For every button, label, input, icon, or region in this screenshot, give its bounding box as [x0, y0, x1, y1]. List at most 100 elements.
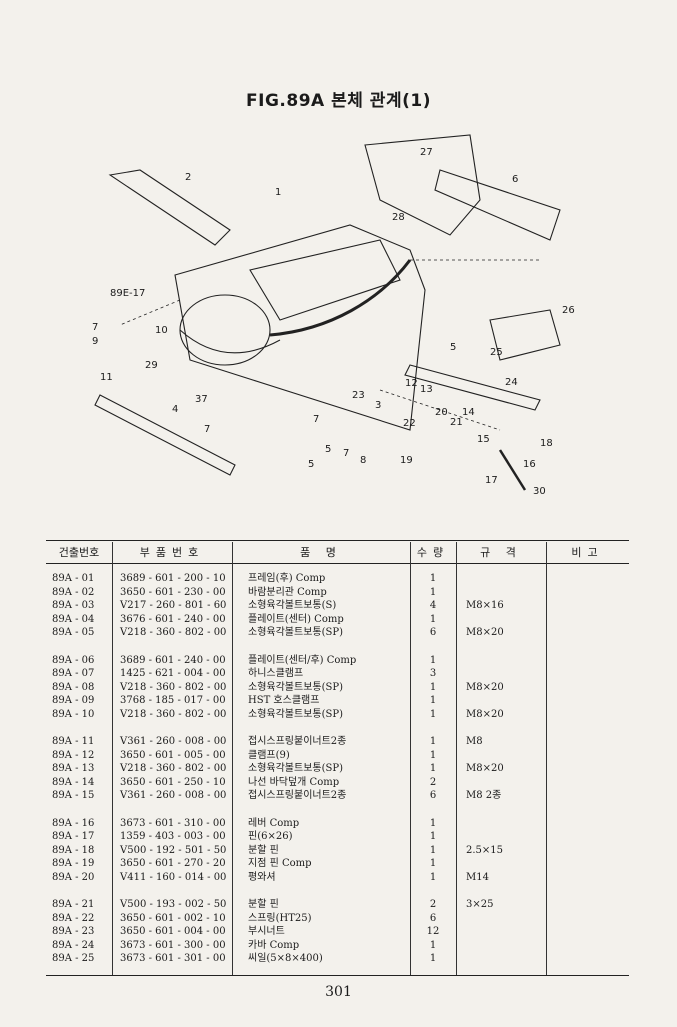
- part-name-cell: 플레이트(센터/후) Comp: [248, 654, 357, 666]
- header-name: 품 명: [300, 546, 342, 559]
- part-name-cell: 플레이트(센터) Comp: [248, 613, 344, 625]
- callout-14: 14: [462, 407, 475, 418]
- remarks-cell: [546, 952, 629, 966]
- qty-cell: 1: [429, 681, 437, 693]
- part-no-cell: 3650 - 601 - 005 - 00: [120, 749, 226, 761]
- part-no-cell: 3650 - 601 - 230 - 00: [120, 586, 226, 598]
- part-name-cell: 소형육각볼트보통(SP): [248, 681, 343, 693]
- drum-part: [179, 294, 271, 366]
- spec-cell: [456, 654, 546, 668]
- ref-no-cell: 89A - 18: [52, 844, 95, 856]
- callout-17: 17: [485, 475, 498, 486]
- part-no-cell: V361 - 260 - 008 - 00: [120, 790, 227, 801]
- callout-27: 27: [420, 147, 433, 158]
- qty-cell: 1: [429, 573, 437, 584]
- spec-cell: [456, 613, 546, 627]
- qty-cell: 1: [429, 763, 437, 774]
- part-no-cell: V218 - 360 - 802 - 00: [120, 708, 227, 720]
- part-name-cell: 씨일(5×8×400): [248, 953, 323, 964]
- spec-cell: [456, 857, 546, 871]
- qty-cell: 3: [429, 668, 437, 679]
- remarks-cell: [546, 749, 629, 763]
- part-no-cell: 1359 - 403 - 003 - 00: [120, 831, 226, 842]
- part-no-cell: V500 - 192 - 501 - 50: [120, 844, 227, 856]
- spec-cell: [456, 667, 546, 681]
- ref-no-cell: 89A - 12: [52, 749, 95, 761]
- part-name-cell: 나선 바닥덮개 Comp: [248, 776, 340, 788]
- spec-cell: M8×16: [466, 600, 504, 611]
- spec-cell: M14: [466, 871, 489, 883]
- ref-no-cell: 89A - 25: [52, 953, 95, 964]
- callout-5b: 5: [325, 444, 331, 455]
- remarks-cell: [546, 871, 629, 885]
- remarks-cell: [546, 830, 629, 844]
- callout-22: 22: [403, 418, 416, 429]
- spec-cell: [456, 749, 546, 763]
- table-row: 89A - 02 3650 - 601 - 230 - 00 바람분리관 Comp 1: [46, 586, 629, 600]
- qty-cell: 6: [429, 912, 437, 924]
- qty-cell: 12: [426, 926, 440, 937]
- qty-cell: 1: [429, 586, 437, 598]
- callout-23: 23: [352, 390, 365, 401]
- part-name-cell: 바람분리관 Comp: [248, 586, 327, 598]
- qty-cell: 1: [429, 654, 437, 666]
- part-no-cell: 3650 - 601 - 002 - 10: [120, 912, 226, 924]
- spec-cell: M8 2종: [466, 790, 502, 801]
- part-name-cell: 소형육각볼트보통(SP): [248, 763, 343, 774]
- frame-inner-part: [249, 239, 401, 321]
- spec-cell: [456, 830, 546, 844]
- spec-cell: [456, 776, 546, 790]
- part-no-cell: 3650 - 601 - 270 - 20: [120, 858, 226, 869]
- top-cover-part: [364, 134, 481, 236]
- spec-cell: M8×20: [466, 763, 504, 774]
- callout-7a: 7: [92, 322, 98, 333]
- ref-no-cell: 89A - 21: [52, 899, 95, 910]
- ref-no-cell: 89A - 08: [52, 681, 95, 693]
- ref-no-cell: 89A - 02: [52, 586, 95, 598]
- remarks-cell: [546, 572, 629, 586]
- part-name-cell: 접시스프링붙이너트2종: [248, 736, 347, 747]
- part-no-cell: 3689 - 601 - 240 - 00: [120, 654, 226, 666]
- remarks-cell: [546, 681, 629, 695]
- part-name-cell: HST 호스클램프: [248, 695, 320, 706]
- remarks-cell: [546, 708, 629, 722]
- remarks-cell: [546, 654, 629, 668]
- part-name-cell: 레버 Comp: [248, 817, 300, 829]
- callout-26: 26: [562, 305, 575, 316]
- part-name-cell: 스프링(HT25): [248, 912, 312, 924]
- callout-16: 16: [523, 459, 536, 470]
- callout-8: 8: [360, 455, 366, 466]
- ref-no-cell: 89A - 24: [52, 939, 95, 951]
- qty-cell: 1: [429, 939, 437, 951]
- callout-19: 19: [400, 455, 413, 466]
- callout-18: 18: [540, 438, 553, 449]
- qty-cell: 1: [429, 695, 437, 706]
- remarks-cell: [546, 789, 629, 803]
- callout-2: 2: [185, 172, 191, 183]
- spec-cell: 2.5×15: [466, 844, 504, 856]
- qty-cell: 1: [429, 953, 437, 964]
- part-no-cell: 1425 - 621 - 004 - 00: [120, 668, 226, 679]
- bar-4-part: [94, 394, 236, 476]
- part-no-cell: 3676 - 601 - 240 - 00: [120, 613, 226, 625]
- part-no-cell: 3673 - 601 - 300 - 00: [120, 939, 226, 951]
- callout-7c: 7: [204, 424, 210, 435]
- page-number: 301: [325, 984, 352, 1000]
- part-name-cell: 소형육각볼트보통(SP): [248, 627, 343, 638]
- spec-cell: M8×20: [466, 708, 504, 720]
- remarks-cell: [546, 762, 629, 776]
- remarks-cell: [546, 613, 629, 627]
- callout-7d: 7: [343, 448, 349, 459]
- callout-4: 4: [172, 404, 178, 415]
- header-qty: 수량: [416, 546, 450, 559]
- qty-cell: 2: [429, 899, 437, 910]
- spec-cell: [456, 939, 546, 953]
- remarks-cell: [546, 735, 629, 749]
